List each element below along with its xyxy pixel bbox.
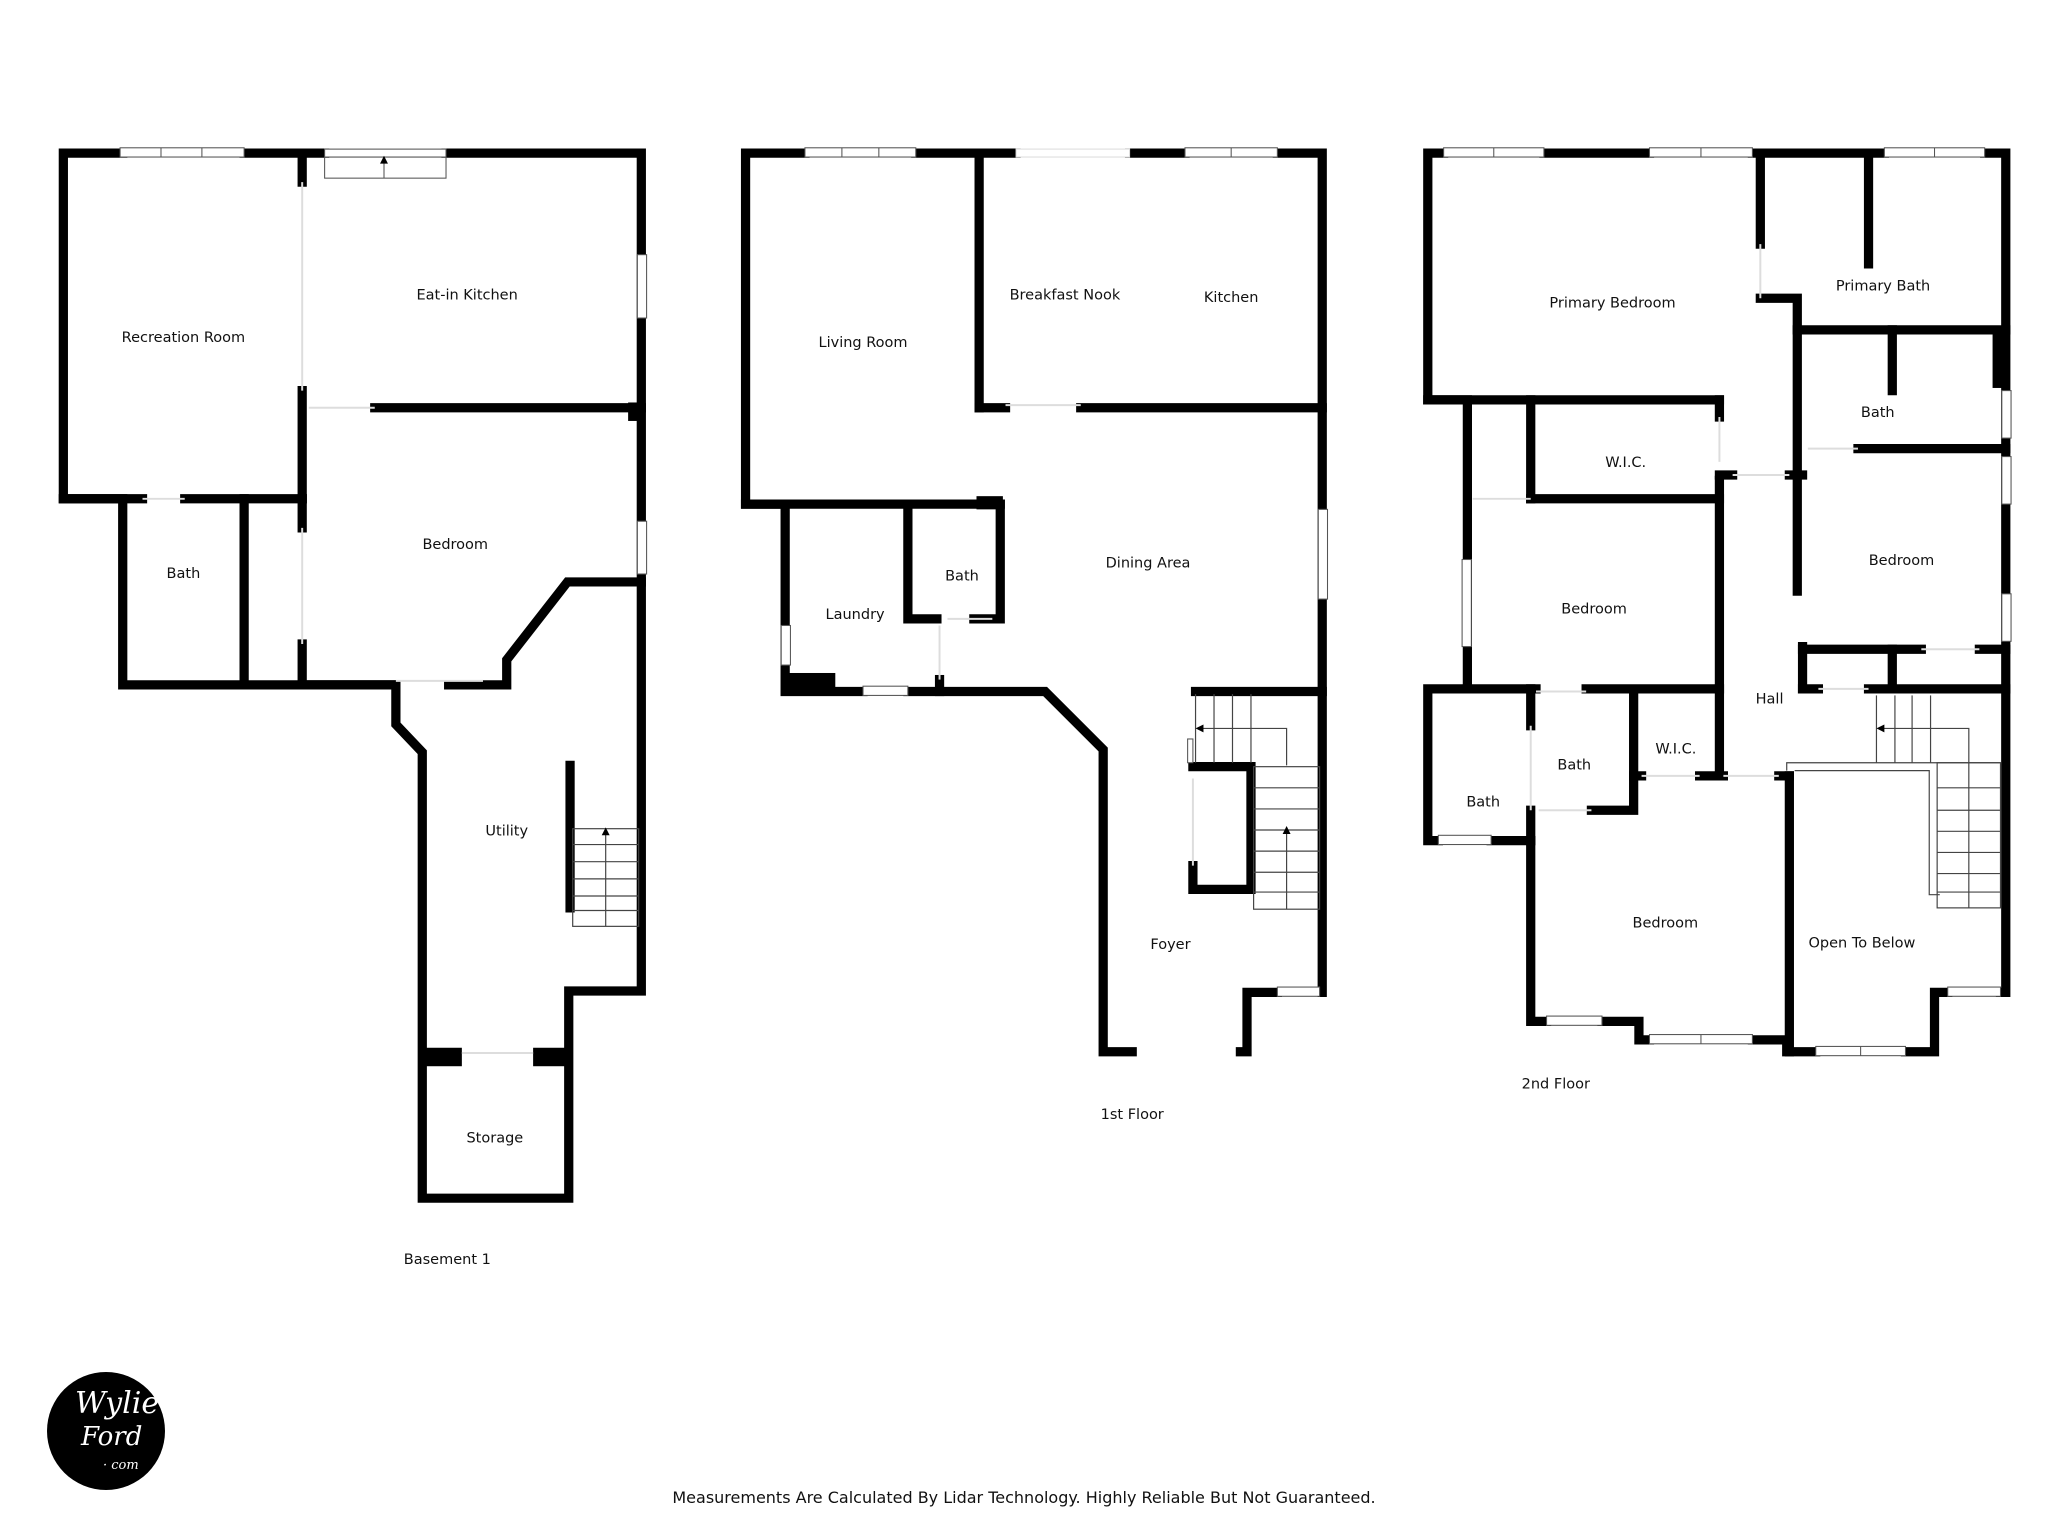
room-label-primary-bath: Primary Bath — [1836, 278, 1930, 294]
logo-line-2: Ford — [81, 1422, 143, 1452]
room-label-kitchen: Kitchen — [1204, 290, 1259, 306]
room-label-wic-upper: W.I.C. — [1605, 455, 1646, 471]
room-label-hall: Hall — [1756, 691, 1784, 707]
room-label-bath: Bath — [167, 566, 201, 582]
room-label-bedroom-left: Bedroom — [1561, 602, 1627, 618]
room-label-bedroom-lower: Bedroom — [1633, 916, 1699, 932]
room-label-bedroom-right: Bedroom — [1869, 553, 1935, 569]
room-label-storage: Storage — [466, 1131, 523, 1147]
room-label-bath-lower-left: Bath — [1466, 794, 1500, 810]
room-label-bath-mid: Bath — [1557, 757, 1591, 773]
room-label-living-room: Living Room — [819, 335, 908, 351]
room-label-laundry: Laundry — [826, 607, 886, 623]
room-label-bath-upper: Bath — [1861, 405, 1895, 421]
room-label-wic-lower: W.I.C. — [1655, 741, 1696, 757]
logo-line-3: · com — [103, 1458, 139, 1473]
second-floor-plan: Primary Bedroom Primary Bath Bath W.I.C.… — [1423, 147, 2012, 1093]
room-label-eat-in-kitchen: Eat-in Kitchen — [416, 288, 517, 304]
logo-line-1: Wylie — [75, 1386, 160, 1421]
room-label-recreation-room: Recreation Room — [122, 330, 245, 346]
disclaimer-text: Measurements Are Calculated By Lidar Tec… — [672, 1488, 1376, 1507]
floor-label-basement: Basement 1 — [404, 1252, 491, 1268]
first-floor-plan: Living Room Breakfast Nook Kitchen Dinin… — [740, 147, 1329, 1123]
room-label-breakfast-nook: Breakfast Nook — [1010, 288, 1121, 304]
room-label-bedroom: Bedroom — [422, 537, 488, 553]
brand-logo: Wylie Ford · com — [47, 1372, 165, 1490]
room-label-open-to-below: Open To Below — [1809, 935, 1916, 951]
room-label-utility: Utility — [485, 823, 528, 839]
room-label-dining-area: Dining Area — [1106, 555, 1191, 571]
floor-label-second: 2nd Floor — [1522, 1077, 1590, 1093]
room-label-bath: Bath — [945, 569, 979, 585]
room-label-primary-bedroom: Primary Bedroom — [1549, 295, 1675, 311]
basement-floor-plan: Recreation Room Eat-in Kitchen Bath Bedr… — [58, 147, 648, 1268]
room-label-foyer: Foyer — [1150, 937, 1190, 953]
floor-label-first: 1st Floor — [1101, 1107, 1164, 1123]
